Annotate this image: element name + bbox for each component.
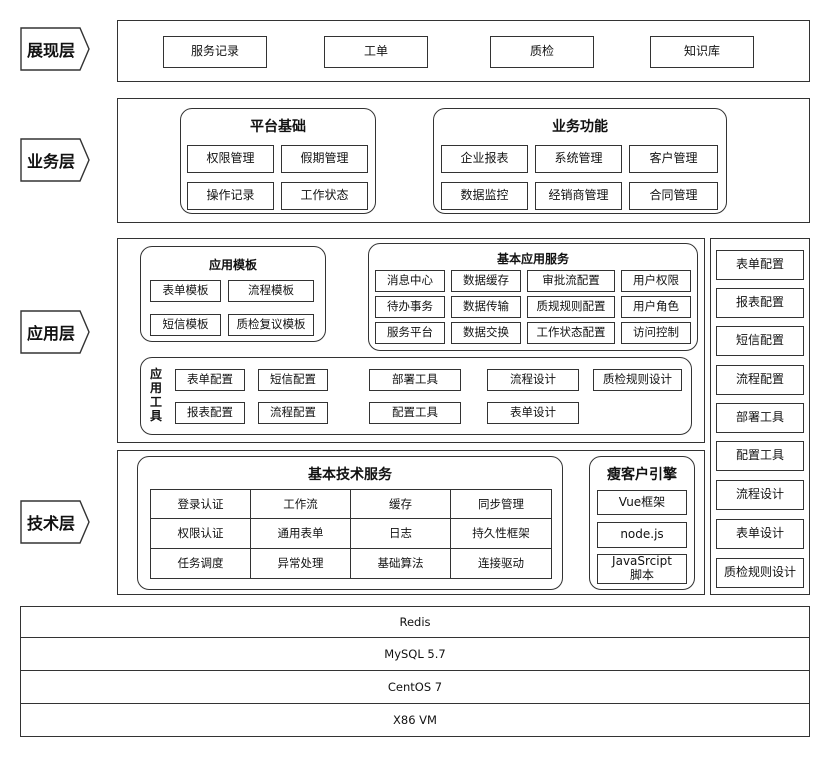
arrow-tag-shape bbox=[20, 27, 90, 71]
business-function-item: 合同管理 bbox=[629, 182, 718, 210]
layer-label-business: 业务层 bbox=[20, 138, 90, 182]
right-tool-item: 配置工具 bbox=[716, 441, 804, 471]
business-function-item: 企业报表 bbox=[441, 145, 528, 173]
basic-app-services-title: 基本应用服务 bbox=[496, 252, 569, 266]
tech-services-grid: 登录认证 工作流 缓存 同步管理 权限认证 通用表单 日志 持久性框架 任务调度… bbox=[150, 489, 552, 579]
app-tool-item: 短信配置 bbox=[258, 369, 328, 391]
arrow-tag-shape bbox=[20, 310, 90, 354]
arrow-tag-shape bbox=[20, 138, 90, 182]
arrow-tag-shape bbox=[20, 500, 90, 544]
thin-client-item-line: 脚本 bbox=[629, 568, 654, 582]
right-tool-item: 表单设计 bbox=[716, 519, 804, 549]
app-template-item: 短信模板 bbox=[150, 314, 221, 336]
app-service-item: 数据缓存 bbox=[451, 270, 521, 292]
layer-label-presentation: 展现层 bbox=[20, 27, 90, 71]
right-tool-item: 流程配置 bbox=[716, 365, 804, 395]
presentation-item: 工单 bbox=[324, 36, 428, 68]
tech-service-cell: 缓存 bbox=[351, 490, 451, 520]
business-function-item: 客户管理 bbox=[629, 145, 718, 173]
thin-client-item: node.js bbox=[597, 522, 687, 548]
platform-base-item: 权限管理 bbox=[187, 145, 274, 173]
layer-label-text: 展现层 bbox=[26, 41, 75, 60]
app-tool-item: 流程配置 bbox=[258, 402, 328, 424]
app-tool-item: 报表配置 bbox=[175, 402, 245, 424]
tech-service-cell: 通用表单 bbox=[251, 519, 351, 549]
app-service-item: 数据交换 bbox=[451, 322, 521, 344]
right-tool-item: 短信配置 bbox=[716, 326, 804, 356]
app-tools-label-char: 用 bbox=[149, 381, 162, 396]
app-tool-item: 配置工具 bbox=[369, 402, 461, 424]
presentation-item: 知识库 bbox=[650, 36, 754, 68]
right-tool-item: 表单配置 bbox=[716, 250, 804, 280]
app-tool-item: 表单配置 bbox=[175, 369, 245, 391]
stack-row-mysql: MySQL 5.7 bbox=[20, 637, 810, 671]
tech-service-cell: 持久性框架 bbox=[451, 519, 551, 549]
business-function-item: 系统管理 bbox=[535, 145, 622, 173]
thin-client-item: Vue框架 bbox=[597, 490, 687, 515]
app-tool-item: 流程设计 bbox=[487, 369, 579, 391]
business-function-item: 数据监控 bbox=[441, 182, 528, 210]
app-templates-title: 应用模板 bbox=[208, 258, 257, 272]
app-service-item: 待办事务 bbox=[375, 296, 445, 318]
tech-service-cell: 任务调度 bbox=[151, 548, 251, 578]
app-tools-label-char: 工 bbox=[149, 395, 162, 409]
tech-service-cell: 异常处理 bbox=[251, 548, 351, 578]
app-tools-label-char: 具 bbox=[149, 408, 162, 423]
stack-row-redis: Redis bbox=[20, 606, 810, 638]
business-functions-title: 业务功能 bbox=[552, 119, 608, 135]
thin-client-item-line: JavaSrcipt bbox=[612, 554, 672, 569]
tech-service-cell: 权限认证 bbox=[151, 519, 251, 549]
app-service-item: 用户角色 bbox=[621, 296, 691, 318]
layer-label-text: 技术层 bbox=[26, 514, 75, 533]
tech-service-cell: 连接驱动 bbox=[478, 556, 524, 571]
app-tools-label-char: 应 bbox=[149, 367, 162, 382]
layer-label-text: 应用层 bbox=[26, 324, 75, 343]
app-service-item: 审批流配置 bbox=[527, 270, 615, 292]
presentation-item: 服务记录 bbox=[163, 36, 267, 68]
right-tool-item: 报表配置 bbox=[716, 288, 804, 318]
stack-row-vm: X86 VM bbox=[20, 703, 810, 737]
app-tool-item: 表单设计 bbox=[487, 402, 579, 424]
business-function-item: 经销商管理 bbox=[535, 182, 622, 210]
tech-service-cell: 基础算法 bbox=[351, 548, 451, 578]
app-tools-vertical-label: 应 用 工 具 bbox=[146, 363, 166, 429]
basic-tech-services-title: 基本技术服务 bbox=[308, 467, 392, 483]
platform-base-item: 工作状态 bbox=[281, 182, 368, 210]
layer-label-text: 业务层 bbox=[26, 152, 75, 171]
app-tool-item: 质检规则设计 bbox=[593, 369, 682, 391]
app-service-item: 用户权限 bbox=[621, 270, 691, 292]
app-service-item: 服务平台 bbox=[375, 322, 445, 344]
app-tool-item: 部署工具 bbox=[369, 369, 461, 391]
app-service-item: 访问控制 bbox=[621, 322, 691, 344]
tech-service-cell: 日志 bbox=[351, 519, 451, 549]
layer-label-application: 应用层 bbox=[20, 310, 90, 354]
right-tool-item: 部署工具 bbox=[716, 403, 804, 433]
tech-service-cell: 同步管理 bbox=[451, 490, 551, 520]
app-service-item: 质规规则配置 bbox=[527, 296, 615, 318]
tech-service-cell: 工作流 bbox=[251, 490, 351, 520]
platform-base-title: 平台基础 bbox=[250, 119, 306, 135]
platform-base-item: 操作记录 bbox=[187, 182, 274, 210]
stack-row-centos: CentOS 7 bbox=[20, 670, 810, 704]
app-service-item: 工作状态配置 bbox=[527, 322, 615, 344]
layer-label-technical: 技术层 bbox=[20, 500, 90, 544]
presentation-item: 质检 bbox=[490, 36, 594, 68]
right-tool-item: 流程设计 bbox=[716, 480, 804, 510]
platform-base-item: 假期管理 bbox=[281, 145, 368, 173]
tech-service-cell: 登录认证 bbox=[151, 490, 251, 520]
app-template-item: 流程模板 bbox=[228, 280, 314, 302]
app-template-item: 表单模板 bbox=[150, 280, 221, 302]
app-service-item: 消息中心 bbox=[375, 270, 445, 292]
right-tool-item: 质检规则设计 bbox=[716, 558, 804, 588]
thin-client-engine-title: 瘦客户引擎 bbox=[607, 467, 677, 483]
app-template-item: 质检复议模板 bbox=[228, 314, 314, 336]
app-service-item: 数据传输 bbox=[451, 296, 521, 318]
thin-client-item-javascript: JavaSrcipt 脚本 bbox=[597, 554, 687, 584]
